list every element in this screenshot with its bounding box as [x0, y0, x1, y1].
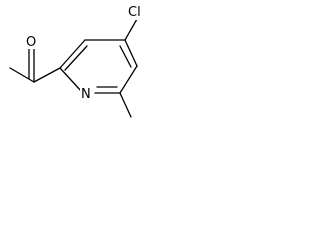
atom-oxygen: O — [26, 35, 36, 50]
bond-c4-c5 — [124, 39, 138, 67]
oxygen-label-bg — [25, 31, 39, 49]
atom-nitrogen: N — [81, 87, 91, 102]
bond-methyl-carbonyl — [9, 67, 35, 83]
bond-c4-c5-inner — [119, 45, 132, 68]
molecule-structure: O Cl N — [9, 2, 153, 118]
bond-c5-c6 — [119, 65, 138, 94]
bond-n-c2 — [59, 67, 83, 93]
bond-c4-cl — [124, 18, 138, 41]
bond-c6-methyl — [119, 92, 132, 118]
nitrogen-label-bg — [80, 84, 94, 102]
bond-c2-c3-inner — [64, 45, 88, 71]
bond-carbonyl-ring — [33, 67, 61, 83]
bond-c2-c3 — [59, 39, 86, 69]
chlorine-label-bg — [125, 2, 153, 20]
atom-chlorine: Cl — [128, 5, 141, 20]
